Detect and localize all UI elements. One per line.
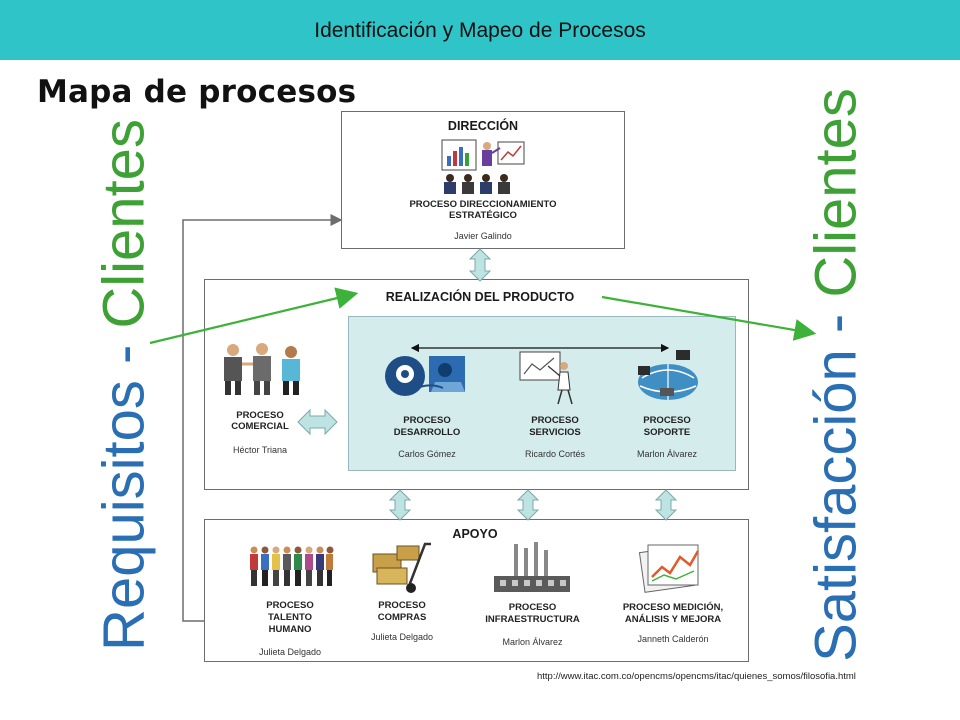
header-bar [0,0,960,60]
factory-picture [494,542,570,592]
medicion-line2: ANÁLISIS Y MEJORA [624,614,722,625]
servicios-line2: SERVICIOS [529,427,581,438]
hand-truck-picture [372,542,431,593]
medicion-line1: PROCESO MEDICIÓN, [622,602,724,613]
servicios-line1: PROCESO [531,415,579,426]
block-arrow-comercial [297,408,338,436]
desarrollo-line1: PROCESO [403,415,451,426]
compras-line2: COMPRAS [377,612,427,623]
desarrollo-owner: Carlos Gómez [398,449,456,459]
block-arrow-apoyo-3 [654,489,678,521]
desarrollo-line2: DESARROLLO [393,427,461,438]
staff-group-picture [250,546,334,586]
direccion-title: DIRECCIÓN [447,119,519,133]
talento-line1: PROCESO [266,600,314,611]
measurement-chart-picture [638,544,700,593]
feedback-loop-line [182,214,343,622]
soporte-owner: Marlon Álvarez [636,449,698,459]
realizacion-title: REALIZACIÓN DEL PRODUCTO [385,290,575,304]
soporte-line2: SOPORTE [643,427,691,438]
servicios-owner: Ricardo Cortés [524,449,586,459]
comercial-line2: COMERCIAL [231,421,289,432]
infraestructura-owner: Marlon Álvarez [502,637,563,647]
comercial-line1: PROCESO [236,410,284,421]
block-arrow-direccion-realizacion [468,248,492,282]
talento-line2: TALENTO [268,612,312,623]
source-link[interactable]: http://www.itac.com.co/opencms/opencms/i… [537,671,856,682]
infraestructura-line2: INFRAESTRUCTURA [485,614,580,625]
direccion-owner: Javier Galindo [454,231,512,241]
satisfaccion-arrow [601,295,817,341]
requisitos-arrow [149,287,359,345]
soporte-line1: PROCESO [643,415,691,426]
presentation-picture [441,139,525,194]
apoyo-title: APOYO [452,527,498,541]
direccion-process-line1: PROCESO DIRECCIONAMIENTO [409,199,557,210]
support-picture [638,350,698,400]
page-title: Mapa de procesos [37,74,357,110]
development-picture [385,356,465,396]
compras-line1: PROCESO [378,600,426,611]
services-picture [519,351,573,405]
infraestructura-line1: PROCESO [508,602,557,613]
block-arrow-apoyo-2 [516,489,540,521]
comercial-owner: Héctor Triana [232,445,288,455]
talento-line3: HUMANO [268,624,312,635]
talento-owner: Julieta Delgado [258,647,322,657]
medicion-owner: Janneth Calderón [637,634,709,644]
block-arrow-apoyo-1 [388,489,412,521]
handshake-people-picture [224,343,300,395]
direccion-process-line2: ESTRATÉGICO [449,210,517,221]
compras-owner: Julieta Delgado [370,632,434,642]
header-title: Identificación y Mapeo de Procesos [314,19,646,42]
